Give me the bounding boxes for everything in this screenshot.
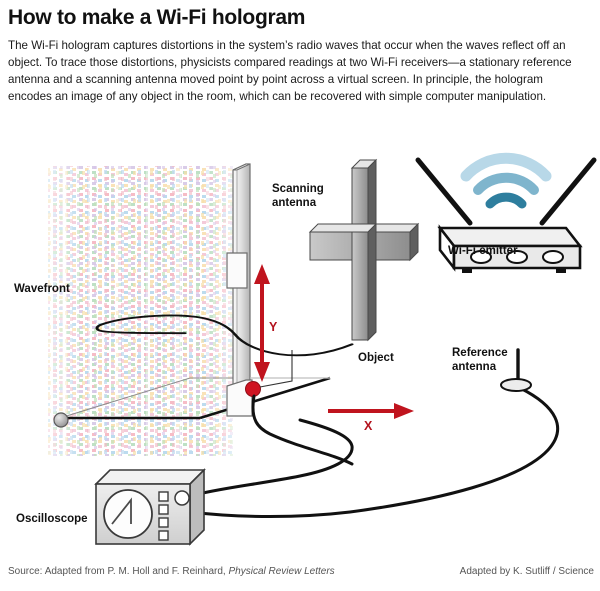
wifi-arc-middle — [473, 172, 539, 195]
label-wifi-emitter: Wi-Fi emitter — [448, 245, 518, 257]
router-led-3 — [542, 250, 564, 264]
y-axis-arrowhead-up — [254, 264, 270, 284]
object-cross — [308, 158, 420, 342]
router-antenna-right — [539, 157, 597, 226]
floor-plane — [53, 376, 331, 428]
label-x-axis: X — [364, 419, 373, 433]
scanning-antenna-cable — [251, 394, 354, 466]
x-axis-arrowhead — [394, 403, 414, 419]
source-prefix: Source: Adapted from P. M. Holl and F. R… — [8, 566, 229, 577]
intro-paragraph: The Wi-Fi hologram captures distortions … — [8, 39, 572, 104]
wavefront-graphic — [48, 166, 234, 456]
source-journal: Physical Review Letters — [228, 566, 335, 577]
footer: Source: Adapted from P. M. Holl and F. R… — [8, 566, 594, 586]
oscilloscope-button-2 — [158, 504, 169, 515]
wifi-emitter-graphic — [415, 152, 597, 273]
label-wavefront: Wavefront — [14, 283, 70, 295]
page-title: How to make a Wi-Fi hologram — [8, 6, 306, 29]
header: How to make a Wi-Fi hologram The Wi-Fi h… — [8, 6, 594, 105]
label-reference-antenna: Reference antenna — [452, 347, 508, 373]
oscilloscope-button-4 — [158, 530, 169, 541]
router-led-2 — [506, 250, 528, 264]
label-y-axis: Y — [269, 320, 278, 334]
scanning-antenna-marker — [245, 381, 261, 397]
cable-loop-left — [188, 418, 354, 498]
oscilloscope-graphic — [94, 468, 206, 546]
oscilloscope-button-1 — [158, 491, 169, 502]
oscilloscope-button-3 — [158, 517, 169, 528]
label-scanning-antenna: Scanning antenna — [272, 183, 324, 209]
oscilloscope-knob — [174, 490, 190, 506]
label-object: Object — [358, 352, 394, 364]
oscilloscope-side — [189, 468, 205, 546]
router-led-1 — [470, 250, 492, 264]
plane-foot — [53, 412, 69, 428]
diagram-panel: Wavefront Scanning antenna Object Wi-Fi … — [0, 128, 600, 556]
wifi-arc-outer — [460, 152, 552, 182]
router-top — [437, 226, 583, 248]
y-axis-arrowhead-down — [254, 362, 270, 382]
cable-to-oscilloscope-1 — [95, 314, 354, 357]
source-line: Source: Adapted from P. M. Holl and F. R… — [8, 566, 335, 577]
label-oscilloscope: Oscilloscope — [16, 513, 88, 525]
credit-line: Adapted by K. Sutliff / Science — [459, 566, 594, 577]
axis-arrows — [254, 264, 414, 419]
oscilloscope-trace — [111, 497, 132, 525]
scanning-antenna-leader — [259, 350, 293, 388]
oscilloscope-top — [94, 469, 206, 485]
reference-antenna-graphic — [500, 348, 532, 392]
router-foot-left — [462, 268, 472, 273]
scanning-post — [226, 163, 330, 417]
router-antenna-left — [415, 157, 473, 226]
wifi-arc-inner — [485, 192, 527, 209]
cable-reference-to-oscilloscope — [188, 386, 560, 518]
reference-antenna-base — [500, 378, 532, 392]
oscilloscope-screen — [103, 489, 153, 539]
router-foot-right — [556, 268, 566, 273]
